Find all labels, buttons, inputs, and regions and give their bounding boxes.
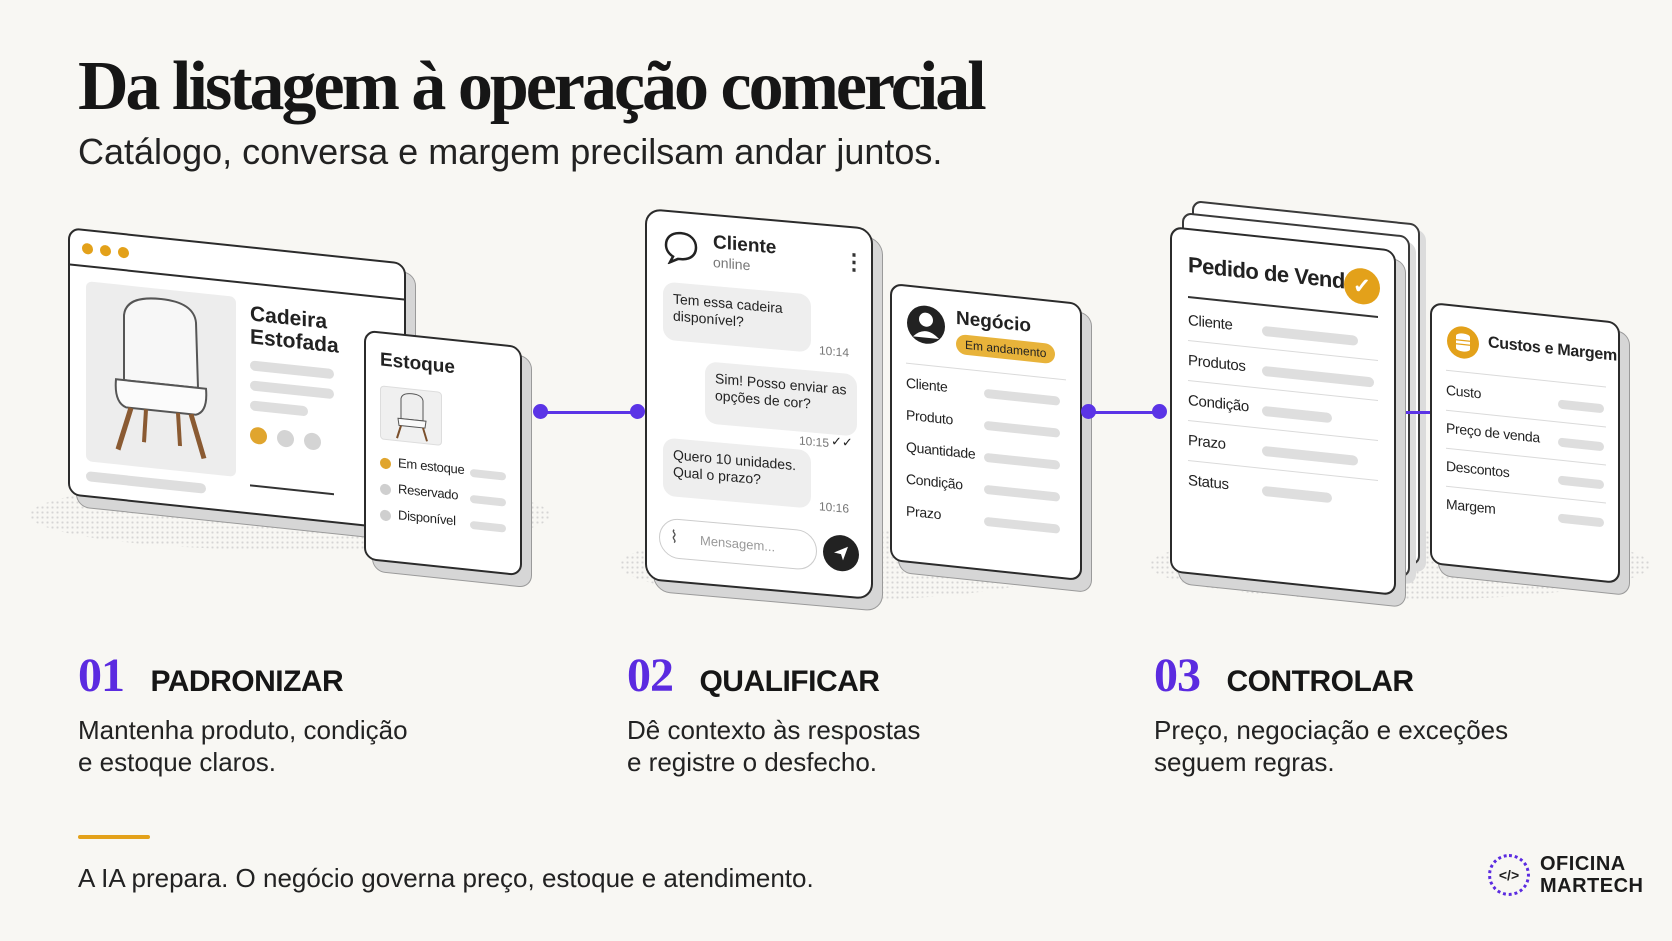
status-dot [380,457,391,470]
sales-order-card: Pedido de Venda ✓ Cliente Produtos Condi… [1170,226,1396,596]
check-badge-icon: ✓ [1344,266,1380,307]
connector-node [1152,404,1167,419]
brand-logo: </> OFICINA MARTECH [1488,852,1643,898]
deal-status-badge: Em andamento [956,333,1056,365]
chat-message-outgoing: Sim! Posso enviar as opções de cor? [705,361,857,437]
footer-accent-line [78,835,150,839]
color-swatch[interactable] [250,426,267,446]
read-check-icon: ✓✓ [831,433,853,451]
stock-title: Estoque [380,349,455,379]
margin-field-label: Preço de venda [1446,419,1540,446]
paperclip-icon[interactable]: ⌇ [670,527,679,547]
step-name: CONTROLAR [1226,665,1414,698]
order-field-label: Prazo [1188,432,1226,453]
stock-item-label: Em estoque [398,455,465,478]
color-swatch[interactable] [304,432,321,451]
color-swatch[interactable] [277,429,294,448]
deal-field-label: Condição [906,470,963,493]
product-name: Cadeira Estofada [250,302,339,358]
chat-message-incoming: Quero 10 unidades. Qual o prazo? [663,437,811,509]
deal-field-label: Prazo [906,502,942,523]
message-time: 10:16 [819,499,850,516]
send-icon [834,546,848,561]
connector-node [533,404,548,419]
stock-item-label: Reservado [398,481,459,503]
page-title: Da listagem à operação comercial [78,48,987,125]
deal-field-label: Cliente [906,374,948,395]
step-qualificar: 02 QUALIFICAR Dê contexto às respostas e… [627,652,1047,778]
more-options-icon[interactable]: ⋮ [843,248,865,276]
footer-text: A IA prepara. O negócio governa preço, e… [78,863,814,893]
coins-icon [1447,326,1479,359]
status-dot [380,483,391,496]
window-dot [82,242,93,255]
stock-card: Estoque Em estoque Reservado Disponível [364,329,522,577]
order-field-label: Status [1188,472,1229,494]
flow-connector [1406,411,1430,414]
margin-field-label: Descontos [1446,457,1510,481]
chat-bubble-icon [664,231,698,265]
brand-name: OFICINA MARTECH [1540,853,1644,897]
message-placeholder: Mensagem... [700,532,776,555]
margin-title: Custos e Margem [1488,334,1617,365]
step-description: Dê contexto às respostas e registre o de… [627,715,921,777]
order-field-label: Condição [1188,392,1249,416]
stock-item-label: Disponível [398,507,456,529]
product-listing-window: Cadeira Estofada [68,227,406,531]
flow-connector [1088,411,1162,414]
order-title: Pedido de Venda [1188,252,1357,295]
step-number: 01 [78,649,125,702]
chair-icon [114,297,208,460]
window-dot [118,246,129,259]
costs-margin-card: Custos e Margem Custo Preço de venda Des… [1430,302,1620,584]
order-field-label: Cliente [1188,312,1233,334]
step-number: 03 [1154,649,1201,702]
page-subtitle: Catálogo, conversa e margem precilsam an… [78,131,943,172]
step-padronizar: 01 PADRONIZAR Mantenha produto, condição… [78,652,498,778]
flow-connector [540,411,640,414]
status-dot [380,509,391,522]
margin-field-label: Margem [1446,495,1496,517]
product-image [86,281,236,477]
step-number: 02 [627,649,674,702]
step-name: QUALIFICAR [699,665,880,698]
message-time: 10:14 [819,343,850,360]
chat-window: Cliente online ⋮ Tem essa cadeira dispon… [645,208,873,600]
step-controlar: 03 CONTROLAR Preço, negociação e exceçõe… [1154,652,1574,778]
deal-title: Negócio [956,307,1031,337]
chair-icon [396,393,428,442]
margin-field-label: Custo [1446,381,1482,402]
user-avatar-icon [907,305,945,344]
order-field-label: Produtos [1188,352,1246,376]
chat-contact-status: online [713,253,751,274]
connector-node [1081,404,1096,419]
step-description: Mantenha produto, condição e estoque cla… [78,715,408,777]
code-brackets-icon: </> [1488,854,1530,896]
deal-field-label: Produto [906,406,953,428]
connector-node [630,404,645,419]
step-description: Preço, negociação e exceções seguem regr… [1154,715,1509,777]
message-time: 10:15 [799,433,830,451]
send-button[interactable] [823,533,859,573]
deal-card: Negócio Em andamento Cliente Produto Qua… [890,282,1082,582]
message-input[interactable]: ⌇ Mensagem... [659,517,817,572]
step-name: PADRONIZAR [150,665,344,698]
window-dot [100,244,111,257]
deal-field-label: Quantidade [906,438,976,462]
stock-thumbnail [380,385,442,446]
chat-message-incoming: Tem essa cadeira disponível? [663,281,811,353]
